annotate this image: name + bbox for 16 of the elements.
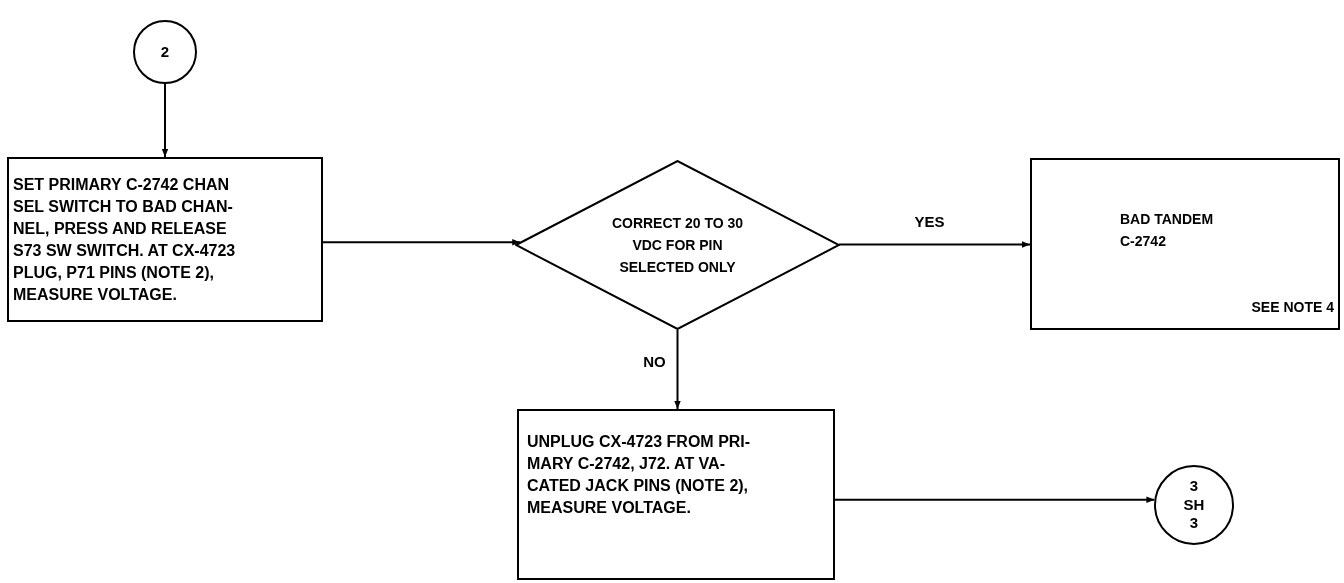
arrow bbox=[834, 496, 1156, 503]
result-box bbox=[1030, 158, 1340, 330]
process-box bbox=[517, 409, 835, 580]
arrow bbox=[674, 329, 681, 410]
process-box bbox=[7, 157, 323, 322]
connector-number: 3 SH 3 bbox=[1182, 476, 1206, 534]
process-text: SET PRIMARY C-2742 CHAN SEL SWITCH TO BAD CHAN- NEL, PRESS AND RELEASE S73 SW SWITCH. AT CX-4723 PLUG, P71 PINS (NOTE 2), MEASURE VOLTAGE. bbox=[13, 174, 237, 305]
connector-number: 2 bbox=[159, 42, 171, 62]
decision-text: CORRECT 20 TO 30 VDC FOR PIN SELECTED ONLY bbox=[610, 214, 745, 277]
process-text: UNPLUG CX-4723 FROM PRI- MARY C-2742, J72. AT VA- CATED JACK PINS (NOTE 2), MEASURE VOLTAGE. bbox=[526, 431, 752, 518]
note-reference: SEE NOTE 4 bbox=[1251, 298, 1334, 317]
decision-diamond bbox=[515, 160, 840, 330]
arrow bbox=[322, 239, 522, 246]
arrow bbox=[838, 241, 1031, 248]
arrow bbox=[161, 83, 169, 158]
result-text: BAD TANDEM C-2742 bbox=[1120, 210, 1215, 251]
